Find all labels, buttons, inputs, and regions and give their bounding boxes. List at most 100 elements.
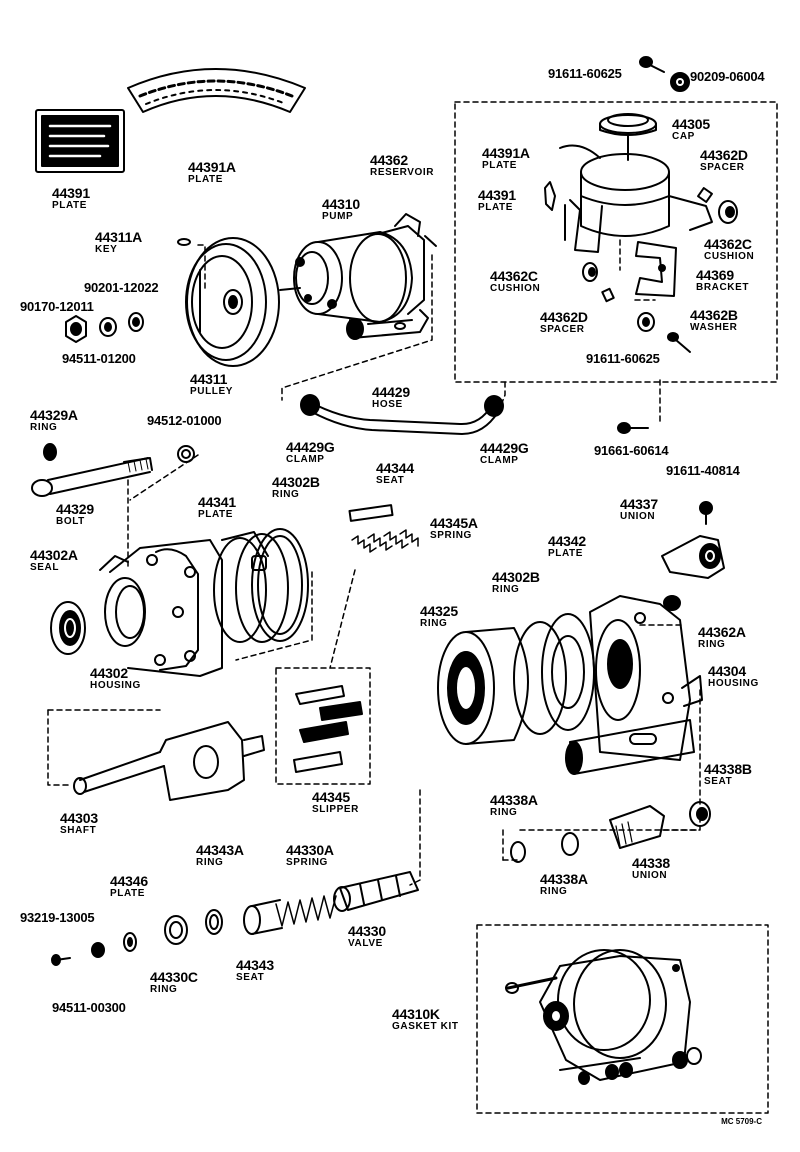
bolt-93219 — [51, 954, 71, 966]
nut-90209 — [670, 72, 690, 92]
valve-44330 — [333, 871, 419, 912]
plate-44391-reservoir — [544, 181, 556, 211]
reservoir-assembly-boundary — [454, 101, 778, 383]
nut-90170 — [65, 315, 87, 343]
valve-body-cylinder — [565, 719, 695, 775]
plate-44346 — [123, 932, 137, 952]
pump-44310 — [279, 213, 437, 340]
washer-44362b — [637, 312, 655, 332]
bolt-91611-40814 — [699, 501, 713, 525]
ring-44325 — [437, 627, 529, 745]
label-90209-06004: 90209-06004 — [690, 69, 765, 84]
ring-44343a — [205, 909, 223, 935]
spring-44330a — [275, 895, 337, 927]
seat-44344 — [348, 504, 394, 522]
housing-44302 — [99, 539, 223, 677]
housing-44304 — [589, 595, 703, 761]
diagram-code: MC 5709-C — [721, 1117, 762, 1126]
cushion-44362c-right — [718, 200, 738, 224]
label-91611-60625-bottom: 91611-60625 — [586, 351, 660, 366]
gasket-kit-parts — [505, 949, 702, 1085]
key-44311a — [177, 238, 191, 246]
ring-44302b-mid — [513, 621, 567, 735]
seal-44302a — [50, 601, 86, 655]
springs-44345a — [351, 529, 419, 553]
ring-44329a — [43, 443, 57, 461]
seat-44338b — [689, 801, 711, 827]
bolt-91611-60625-bottom — [667, 332, 691, 353]
slippers-44345 — [293, 685, 363, 773]
plate-44342 — [541, 613, 595, 731]
leader-lines — [47, 239, 701, 886]
shaft-44303 — [73, 721, 265, 801]
bolt-91661-60614 — [617, 422, 649, 434]
cushion-44362c-left — [582, 262, 598, 282]
hose-44429 — [300, 394, 504, 435]
label-91661-60614: 91661-60614 — [594, 443, 669, 458]
washer-94511-00300 — [91, 942, 105, 958]
label-93219-13005: 93219-13005 — [20, 910, 95, 925]
ring-44338a-bottom — [561, 832, 579, 856]
cap-44305 — [599, 113, 657, 161]
plate-44391 — [35, 109, 125, 173]
bolt-44329 — [31, 457, 153, 497]
union-44337 — [661, 535, 725, 579]
ring-44338a-top — [510, 841, 526, 863]
washer-94512 — [177, 445, 195, 463]
spacer-44362d-bottom — [601, 287, 615, 303]
ring-44330c — [164, 915, 188, 945]
reservoir-44362 — [559, 144, 713, 253]
label-90201-12022: 90201-12022 — [84, 280, 159, 295]
label-94511-00300: 94511-00300 — [52, 1000, 126, 1015]
label-94511-01200: 94511-01200 — [62, 351, 136, 366]
union-44338 — [609, 805, 665, 849]
gasket-kit-boundary — [476, 924, 769, 1114]
label-94512-01000: 94512-01000 — [147, 413, 222, 428]
seat-44343 — [243, 899, 283, 935]
bracket-44369 — [635, 241, 677, 297]
plate-44341 — [213, 531, 289, 643]
label-91611-40814: 91611-40814 — [666, 463, 740, 478]
